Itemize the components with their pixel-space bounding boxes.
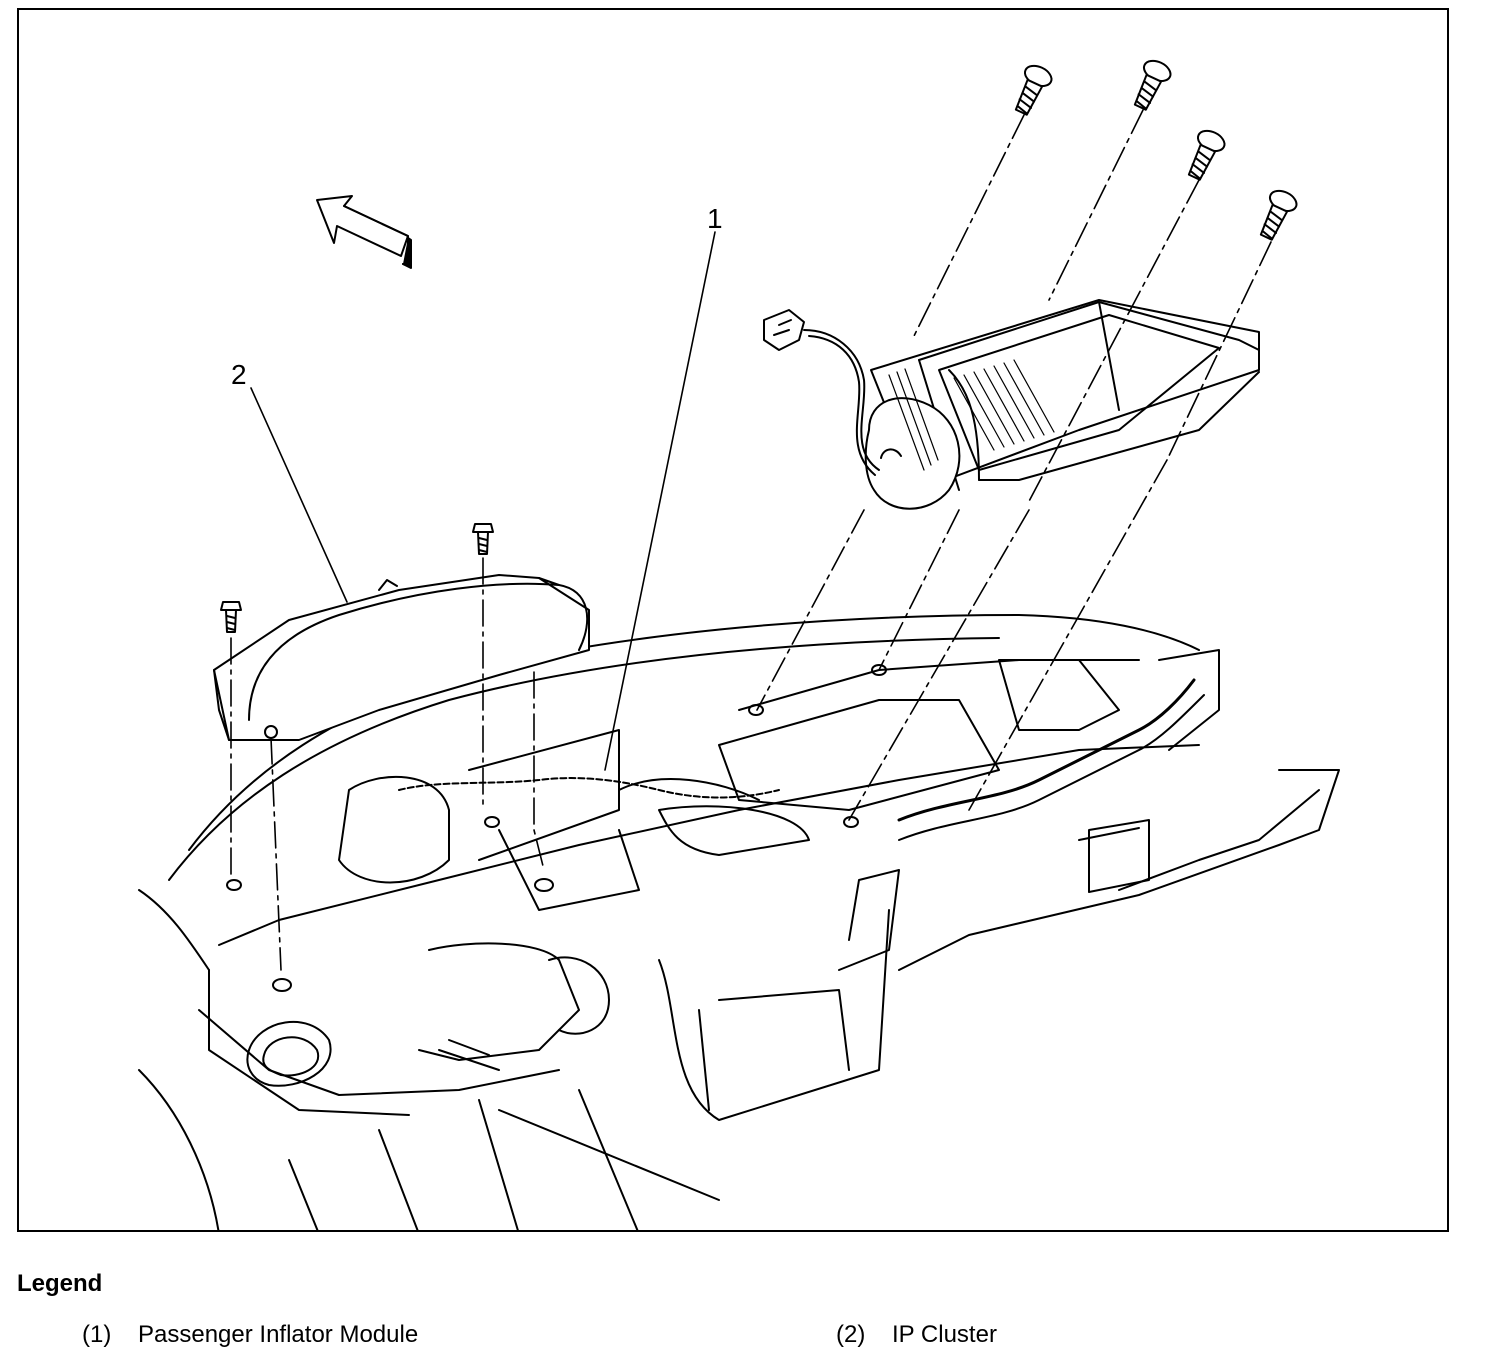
legend-item-label: Passenger Inflator Module: [138, 1321, 419, 1348]
callout-2-label: 2: [231, 359, 247, 390]
screw-icon: [1187, 129, 1226, 181]
legend-item-passenger-inflator-module: (1) Passenger Inflator Module: [82, 1321, 418, 1349]
exploded-view-drawing: 1 2: [138, 59, 1340, 1230]
screw-icon: [1133, 59, 1172, 111]
callout-1-label: 1: [707, 203, 723, 234]
legend-title: Legend: [17, 1270, 103, 1297]
screw-icon: [1259, 189, 1298, 241]
screw-icons: [220, 59, 1298, 633]
direction-arrow-icon: [316, 195, 412, 269]
legend-item-ip-cluster: (2) IP Cluster: [836, 1321, 997, 1349]
ip-cluster: [213, 574, 590, 741]
legend-item-number: (2): [836, 1321, 866, 1348]
passenger-inflator-module: [763, 299, 1260, 510]
screw-icon: [1014, 64, 1053, 116]
figure-frame: 1 2: [17, 8, 1449, 1232]
alignment-lines: [230, 109, 1272, 971]
legend-item-number: (1): [82, 1321, 112, 1348]
screw-icon: [220, 601, 242, 633]
callout-leader-lines: [250, 231, 716, 771]
legend-item-label: IP Cluster: [892, 1321, 997, 1348]
mounting-holes: [226, 664, 887, 992]
wiring-harness: [398, 678, 1205, 841]
instrument-panel: [138, 614, 1340, 1230]
screw-icon: [472, 523, 494, 555]
